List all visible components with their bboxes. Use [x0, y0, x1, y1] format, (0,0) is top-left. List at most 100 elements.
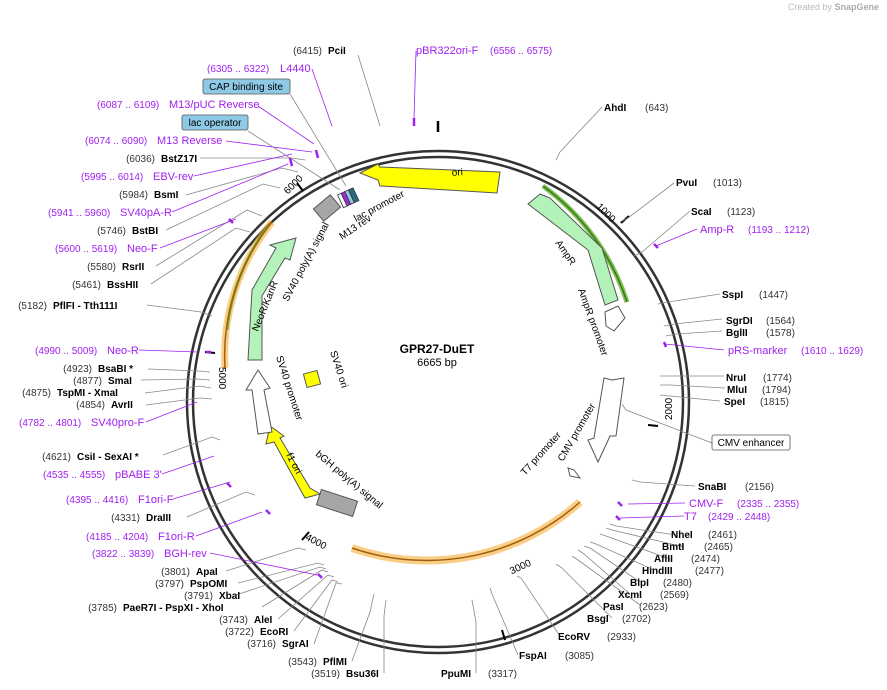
enzyme-sgrdi[interactable]: SgrDI(1564)	[726, 316, 795, 327]
svg-text:PvuI: PvuI	[676, 178, 697, 189]
enzyme-bsabi[interactable]: (4923)BsaBI *	[63, 364, 133, 375]
svg-text:BlpI: BlpI	[630, 578, 649, 589]
primer-pbr322ori-f[interactable]: pBR322ori-F(6556 .. 6575)	[416, 45, 552, 57]
primer-m13-puc-reverse[interactable]: (6087 .. 6109)M13/pUC Reverse	[97, 99, 259, 111]
svg-text:(3791): (3791)	[184, 591, 213, 602]
enzyme-bsshii[interactable]: (5461)BssHII	[72, 280, 138, 291]
backbone-outer	[185, 149, 691, 655]
enzyme-bmti[interactable]: BmtI(2465)	[662, 542, 733, 553]
svg-text:BmtI: BmtI	[662, 542, 684, 553]
enzyme-smai[interactable]: (4877)SmaI	[73, 376, 132, 387]
svg-text:(3785): (3785)	[88, 603, 117, 614]
primer-neo-r[interactable]: (4990 .. 5009)Neo-R	[35, 345, 139, 357]
primer-f1ori-r[interactable]: (4185 .. 4204)F1ori-R	[86, 531, 195, 543]
feature-box-cap[interactable]: CAP binding site	[202, 78, 291, 95]
primer-f1ori-f[interactable]: (4395 .. 4416)F1ori-F	[66, 494, 174, 506]
enzyme-hindiii[interactable]: HindIII(2477)	[642, 566, 724, 577]
enzyme-bstbi[interactable]: (5746)BstBI	[97, 226, 158, 237]
primer-bgh-rev[interactable]: (3822 .. 3839)BGH-rev	[92, 548, 207, 560]
svg-text:PasI: PasI	[603, 602, 624, 613]
primer-ebv-rev[interactable]: (5995 .. 6014)EBV-rev	[81, 171, 194, 183]
enzyme-pasi[interactable]: PasI(2623)	[603, 602, 668, 613]
feature-box-cmv-enhancer[interactable]: CMV enhancer	[711, 434, 791, 451]
enzyme-nhei[interactable]: NheI(2461)	[671, 530, 737, 541]
enzyme-pspomi[interactable]: (3797)PspOMI	[155, 579, 227, 590]
primer-sv40pa-r[interactable]: (5941 .. 5960)SV40pA-R	[48, 207, 172, 219]
primer-neo-f[interactable]: (5600 .. 5619)Neo-F	[55, 243, 158, 255]
enzyme-fspai[interactable]: FspAI(3085)	[519, 651, 594, 662]
primer-pbabe-3[interactable]: (4535 .. 4555)pBABE 3'	[43, 469, 162, 481]
enzyme-snabi[interactable]: SnaBI(2156)	[698, 482, 774, 493]
primer-t7[interactable]: T7(2429 .. 2448)	[684, 511, 770, 523]
svg-text:PspOMI: PspOMI	[190, 579, 227, 590]
enzyme-rsrii[interactable]: (5580)RsrII	[87, 262, 144, 273]
enzyme-xbai[interactable]: (3791) XbaI	[184, 591, 240, 602]
enzyme-sspi[interactable]: SspI(1447)	[722, 290, 788, 301]
enzyme-mlui[interactable]: MluI(1794)	[727, 385, 791, 396]
enzyme-bsu36i[interactable]: (3519)Bsu36I	[311, 669, 379, 680]
feature-box-lac-operator[interactable]: lac operator	[181, 114, 249, 131]
svg-text:EcoRV: EcoRV	[558, 632, 590, 643]
svg-text:PflMI: PflMI	[323, 657, 347, 668]
enzyme-alei[interactable]: (3743)AleI	[219, 615, 272, 626]
svg-text:(1578): (1578)	[766, 328, 795, 339]
enzyme-ecori[interactable]: (3722)EcoRI	[225, 627, 288, 638]
label-sv40-ori: SV40 ori	[327, 350, 349, 390]
svg-text:(4923): (4923)	[63, 364, 92, 375]
enzyme-bsmi[interactable]: (5984)BsmI	[119, 190, 179, 201]
label-sv40-promoter: SV40 promoter	[273, 355, 304, 423]
svg-text:DraIII: DraIII	[146, 513, 171, 524]
enzyme-blpi[interactable]: BlpI(2480)	[630, 578, 692, 589]
enzyme-paer7i[interactable]: (3785)PaeR7I - PspXI - XhoI	[88, 603, 224, 614]
lac-operator-label: lac operator	[189, 118, 242, 129]
svg-text:(3317): (3317)	[488, 669, 517, 680]
enzyme-aflii[interactable]: AflII(2474)	[654, 554, 720, 565]
enzyme-csii[interactable]: (4621)CsiI - SexAI *	[42, 452, 139, 463]
primer-amp-r[interactable]: Amp-R(1193 .. 1212)	[700, 224, 810, 236]
primer-sv40pro-f[interactable]: (4782 .. 4801)SV40pro-F	[19, 417, 144, 429]
enzyme-bstz17i[interactable]: (6036)BstZ17I	[126, 154, 197, 165]
svg-text:XbaI: XbaI	[219, 591, 240, 602]
enzyme-tspmi[interactable]: (4875)TspMI - XmaI	[22, 388, 118, 399]
bgh-polya-box	[315, 488, 359, 518]
enzyme-nrui[interactable]: NruI(1774)	[726, 373, 792, 384]
enzyme-pvui[interactable]: PvuI(1013)	[676, 178, 742, 189]
primer-prs-marker[interactable]: pRS-marker(1610 .. 1629)	[728, 345, 863, 357]
svg-text:(5984): (5984)	[119, 190, 148, 201]
svg-text:ScaI: ScaI	[691, 207, 712, 218]
enzyme-apai[interactable]: (3801)ApaI	[161, 567, 218, 578]
enzyme-pcii[interactable]: (6415)PciI	[293, 46, 346, 57]
svg-text:SV40pro-F: SV40pro-F	[91, 417, 144, 429]
enzyme-avrii[interactable]: (4854)AvrII	[76, 400, 133, 411]
highlight-cmv-region	[350, 499, 583, 565]
svg-text:CsiI - SexAI *: CsiI - SexAI *	[77, 452, 139, 463]
enzyme-scai[interactable]: ScaI(1123)	[691, 207, 755, 218]
enzyme-bglii[interactable]: BglII(1578)	[726, 328, 795, 339]
svg-text:FspAI: FspAI	[519, 651, 547, 662]
svg-text:SgrAI: SgrAI	[282, 639, 309, 650]
enzyme-bsgi[interactable]: BsgI(2702)	[587, 614, 651, 625]
enzyme-ppumi[interactable]: PpuMI(3317)	[441, 669, 517, 680]
enzyme-spei[interactable]: SpeI(1815)	[724, 397, 789, 408]
plasmid-size: 6665 bp	[417, 357, 457, 369]
svg-text:EBV-rev: EBV-rev	[153, 171, 194, 183]
svg-text:NheI: NheI	[671, 530, 693, 541]
primer-l4440[interactable]: (6305 .. 6322)L4440	[207, 63, 311, 75]
enzyme-xcmi[interactable]: XcmI(2569)	[618, 590, 689, 601]
svg-text:(2156): (2156)	[745, 482, 774, 493]
enzyme-pflmi[interactable]: (3543) PflMI	[288, 657, 347, 668]
primer-cmv-f[interactable]: CMV-F(2335 .. 2355)	[689, 498, 799, 510]
svg-text:(5600 .. 5619): (5600 .. 5619)	[55, 244, 117, 255]
enzyme-ecorv[interactable]: EcoRV(2933)	[558, 632, 636, 643]
enzyme-pflfi[interactable]: (5182)PflFI - Tth111I	[18, 301, 118, 312]
svg-text:(4990 .. 5009): (4990 .. 5009)	[35, 346, 97, 357]
svg-text:ApaI: ApaI	[196, 567, 218, 578]
primer-m13-reverse[interactable]: (6074 .. 6090)M13 Reverse	[85, 135, 222, 147]
svg-text:L4440: L4440	[280, 63, 311, 75]
svg-text:(3543): (3543)	[288, 657, 317, 668]
enzyme-draiii[interactable]: (4331)DraIII	[111, 513, 171, 524]
sv40-ori-box	[302, 369, 322, 389]
enzyme-sgrai[interactable]: (3716)SgrAI	[247, 639, 309, 650]
enzyme-ahdi[interactable]: AhdI(643)	[604, 103, 668, 114]
